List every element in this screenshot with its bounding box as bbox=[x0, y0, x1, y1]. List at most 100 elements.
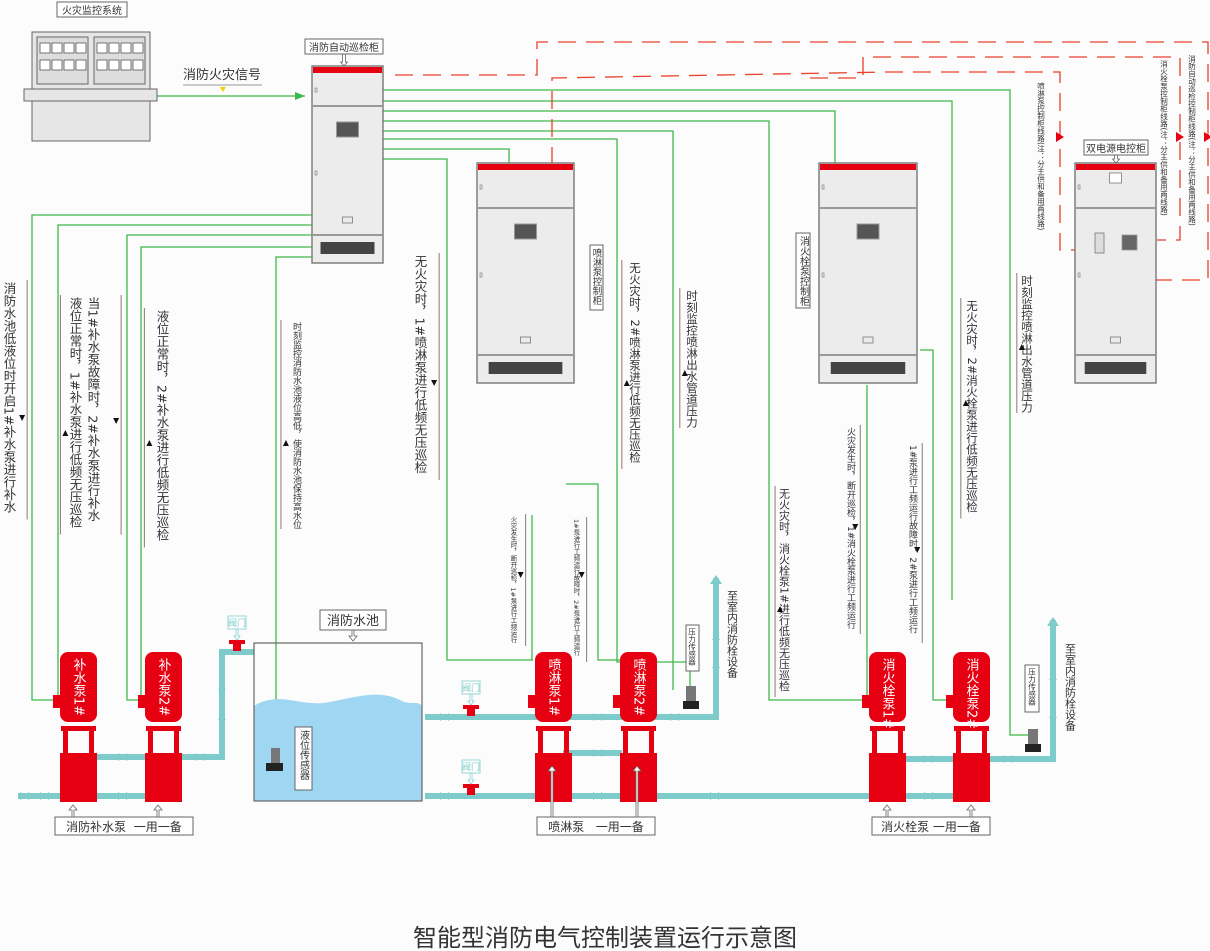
control-screen bbox=[514, 223, 537, 240]
annotation-text: 无火灾时，1#喷淋泵进行低频无压巡检 bbox=[413, 255, 428, 473]
sprinkler-cabinet-label-box bbox=[589, 244, 604, 311]
signal-line-makeup1 bbox=[31, 214, 312, 701]
annotation-spr-fault: 1#泵进行工频运行故障时，2#泵进行工频运行 bbox=[572, 517, 588, 662]
power-route-sprinkler-label: 喷淋泵控制柜线路(注：分主供和备用两线路) bbox=[1036, 81, 1045, 231]
sprinkler-pump-2: 喷淋泵2# bbox=[613, 652, 657, 802]
hydrant-cabinet bbox=[818, 162, 918, 384]
arrow-icon bbox=[282, 440, 289, 446]
signal-line-makeup2 bbox=[126, 234, 312, 701]
group-labels bbox=[54, 816, 991, 836]
annotation-hyd1-patrol: 无火灾时，消火栓泵1#进行低频无压巡检 bbox=[774, 486, 791, 697]
valve-icon bbox=[463, 784, 479, 788]
hyd-pressure-line bbox=[1009, 300, 1030, 736]
arrow-icon bbox=[1018, 344, 1025, 350]
vent-grille bbox=[320, 242, 375, 254]
annotation-spr2-patrol: 无火灾时，2#喷淋泵进行低频无压巡检 bbox=[621, 260, 642, 469]
sprinkler-pressure-sensor: 压力传感器 bbox=[683, 624, 700, 709]
level-sensor-icon bbox=[271, 748, 280, 763]
hydrant-group-label: 消火栓泵 一用一备 bbox=[881, 819, 981, 834]
makeup-pump-2: 补水泵2# bbox=[138, 652, 182, 802]
pump-label: 喷淋泵1# bbox=[546, 658, 562, 716]
signal-line-hyd-pressure bbox=[383, 89, 1011, 300]
annotation-spr-pressure: 时刻监控喷淋出水管道压力 bbox=[679, 288, 699, 429]
inspection-cabinet-label-box bbox=[304, 38, 384, 55]
inspection-cabinet bbox=[311, 65, 384, 264]
valve: 阀门 bbox=[461, 759, 481, 795]
annotation-text: 无火灾时，2#喷淋泵进行低频无压巡检 bbox=[628, 262, 642, 464]
annotation-text: 1#泵进行工频运行故障时，2#泵进行工频运行 bbox=[907, 445, 918, 634]
signal-line-hyd-cab bbox=[383, 110, 836, 165]
fire-signal-label: 消防火灾信号 bbox=[183, 67, 261, 83]
signal-line-makeup-fault bbox=[57, 224, 312, 700]
annotation-hyd-fault: 1#泵进行工频运行故障时，2#泵进行工频运行 bbox=[907, 443, 923, 643]
hydrant-outlet-pipe bbox=[988, 620, 1056, 762]
annotation-hyd2-patrol: 无火灾时，2#消火栓泵进行低频无压巡检 bbox=[960, 298, 979, 519]
annotation-text: 消防水池低液位时开启1#补水泵进行补水 bbox=[2, 282, 17, 513]
pump-label: 补水泵2# bbox=[156, 658, 172, 716]
sprinkler-group-label: 喷淋泵 一用一备 bbox=[548, 820, 643, 834]
arrow-icon bbox=[852, 524, 859, 530]
valve-icon bbox=[229, 640, 245, 644]
signal-line-hyd2 bbox=[383, 100, 953, 300]
pointer-arrow-icon bbox=[339, 53, 349, 67]
fire-monitor-label-box bbox=[56, 1, 128, 18]
signal-lines bbox=[31, 89, 1030, 750]
signal-arrow-icon bbox=[295, 92, 305, 100]
arrow-icon bbox=[517, 572, 524, 578]
annotation-text: 液位正常时，2#补水泵进行低频无压巡检 bbox=[155, 309, 170, 541]
valve: 阀门 bbox=[461, 680, 481, 716]
control-screen bbox=[1121, 234, 1138, 251]
annotations: 消防水池低液位时开启1#补水泵进行补水当1#补水泵故障时，2#补水泵进行补水液位… bbox=[2, 253, 1034, 697]
inspection-cabinet-label: 消防自动巡检柜 bbox=[309, 41, 379, 54]
valve-label: 阀门 bbox=[462, 761, 480, 773]
pump-label: 消火栓泵2# bbox=[964, 658, 980, 729]
signal-line-spr1 bbox=[383, 158, 533, 661]
valve-label: 阀门 bbox=[228, 617, 246, 629]
signal-line-hyd1 bbox=[383, 120, 868, 701]
valve-label: 阀门 bbox=[462, 682, 480, 694]
annotation-spr-fire: 火灾发生时，断开巡检，1#泵进行工频运行 bbox=[509, 514, 527, 646]
diagram-title: 智能型消防电气控制装置运行示意图 bbox=[413, 924, 797, 951]
fire-monitor-console bbox=[23, 31, 158, 142]
arrow-icon bbox=[623, 380, 630, 386]
signal-indicator-icon bbox=[220, 87, 226, 92]
signal-line-makeup-normal bbox=[140, 246, 312, 700]
annotation-makeup-fault-2: 液位正常时，1#补水泵进行低频无压巡检 bbox=[59, 295, 83, 535]
annotation-hyd-fire: 火灾发生时，断开巡检，1#消火栓泵进行工频运行 bbox=[845, 425, 861, 634]
annotation-text: 时刻监控喷淋出水管道压力 bbox=[685, 290, 699, 429]
spr-pressure-sensor-label: 压力传感器 bbox=[687, 628, 696, 667]
meter-icon bbox=[1094, 232, 1105, 254]
vent-grille bbox=[488, 362, 563, 374]
sprinkler-cabinet-label: 喷淋泵控制柜 bbox=[591, 248, 603, 306]
fire-monitor-label: 火灾监控系统 bbox=[62, 4, 122, 17]
annotation-text: 当1#补水泵故障时，2#补水泵进行补水 bbox=[86, 297, 101, 521]
pump-label: 消火栓泵1# bbox=[880, 658, 896, 729]
hyd-outlet-label: 至室内消防栓设备 bbox=[1064, 643, 1077, 732]
annotation-text: 火灾发生时，断开巡检，1#泵进行工频运行 bbox=[509, 516, 517, 644]
dual-power-cabinet-label: 双电源电控柜 bbox=[1086, 142, 1146, 155]
annotation-text: 火灾发生时，断开巡检，1#消火栓泵进行工频运行 bbox=[845, 427, 856, 630]
sprinkler-cabinet bbox=[476, 162, 575, 384]
pressure-sensor-icon bbox=[1028, 729, 1038, 744]
arrow-icon bbox=[578, 572, 585, 578]
makeup-group-label: 消防补水泵 一用一备 bbox=[66, 819, 182, 834]
arrow-icon bbox=[431, 380, 438, 386]
cabinets bbox=[311, 53, 1157, 384]
arrow-icon bbox=[681, 370, 688, 376]
hydrant-cabinet-label: 消火栓泵控制柜 bbox=[798, 235, 810, 307]
control-screen bbox=[336, 121, 359, 138]
arrow-icon bbox=[62, 430, 69, 436]
spr-cab-to-pump2 bbox=[566, 483, 622, 661]
annotation-makeup-fault-1: 当1#补水泵故障时，2#补水泵进行补水 bbox=[86, 295, 122, 535]
fire-water-pool: 消防水池 液位传感器 bbox=[253, 609, 423, 802]
makeup-to-pool-pipe bbox=[180, 649, 254, 760]
arrow-icon bbox=[146, 440, 153, 446]
level-sensor-label-box bbox=[294, 726, 313, 791]
arrow-icon bbox=[19, 415, 26, 421]
vent-grille bbox=[830, 362, 906, 374]
annotation-makeup-normal: 液位正常时，2#补水泵进行低频无压巡检 bbox=[143, 308, 170, 548]
annotation-spr1-patrol: 无火灾时，1#喷淋泵进行低频无压巡检 bbox=[413, 253, 440, 480]
arrow-icon bbox=[914, 547, 921, 553]
power-line-hydrant bbox=[810, 56, 1181, 241]
